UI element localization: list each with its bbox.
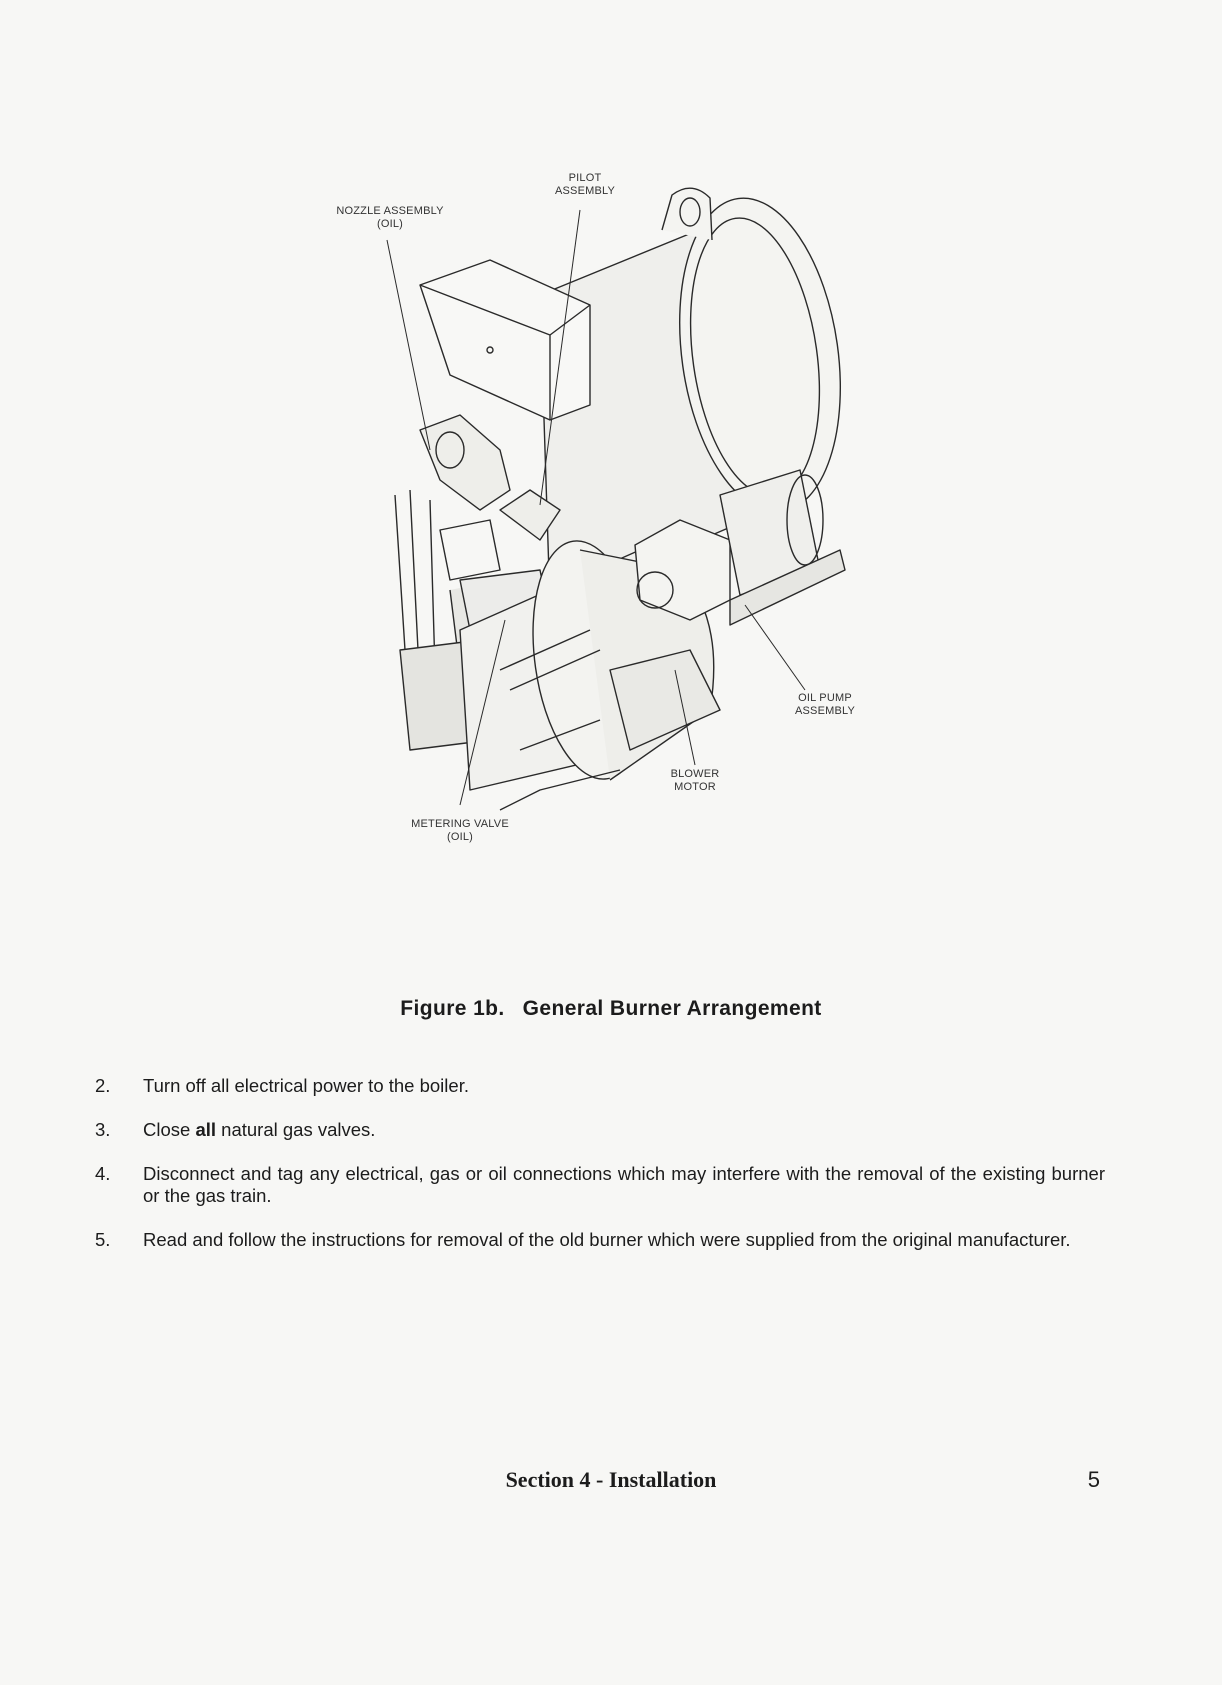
step-text: Disconnect and tag any electrical, gas o… [143,1163,1105,1207]
control-box [419,259,591,421]
step-text: Turn off all electrical power to the boi… [143,1075,1105,1097]
callout-metering-valve: METERING VALVE (OIL) [390,818,530,844]
nozzle-assembly [419,414,511,511]
list-item: 5. Read and follow the instructions for … [95,1229,1105,1251]
step-number: 2. [95,1075,111,1096]
oil-pump-leader [744,604,806,691]
list-item: 4. Disconnect and tag any electrical, ga… [95,1163,1105,1207]
callout-oil-pump-line2: ASSEMBLY [794,705,856,717]
callout-nozzle-assembly: NOZZLE ASSEMBLY (OIL) [315,205,465,231]
callout-nozzle-line2: (OIL) [376,218,404,230]
figure-title: General Burner Arrangement [522,997,822,1020]
blower-motor [609,649,721,751]
metering-leader [459,619,506,806]
step-text: Read and follow the instructions for rem… [143,1229,1105,1251]
piping-lines [394,489,501,671]
list-item: 2. Turn off all electrical power to the … [95,1075,1105,1097]
step-number: 3. [95,1119,111,1140]
callout-metering-line1: METERING VALVE [411,818,509,830]
callout-oil-pump-line1: OIL PUMP [798,692,852,704]
callout-metering-line2: (OIL) [446,831,474,843]
step-text-part: Turn off all electrical power to the boi… [143,1075,469,1096]
callout-blower-line2: MOTOR [674,781,716,793]
lifting-eye [661,187,713,241]
callout-nozzle-line1: NOZZLE ASSEMBLY [336,205,444,217]
blower-leader [674,669,696,766]
footer-section-title: Section 4 - Installation [505,1467,717,1492]
step-text-part: Disconnect and tag any electrical, gas o… [143,1163,1105,1206]
step-text-part: Close [143,1119,196,1140]
callout-blower-line1: BLOWER [670,768,720,780]
burner-diagram: NOZZLE ASSEMBLY (OIL) PILOT ASSEMBLY OIL… [300,150,940,920]
figure-caption: Figure 1b. General Burner Arrangement [0,997,1222,1021]
callout-pilot-line2: ASSEMBLY [554,185,616,197]
step-text-emphasis: all [195,1119,217,1140]
step-text-part: natural gas valves. [216,1119,376,1140]
pump-base [729,549,846,626]
figure-number: Figure 1b. [400,997,505,1020]
page-number: 5 [1087,1467,1100,1492]
callout-oil-pump-assembly: OIL PUMP ASSEMBLY [780,692,870,718]
installation-steps: 2. Turn off all electrical power to the … [95,1075,1105,1273]
fuel-lines [499,629,621,811]
burner-illustration [386,187,846,811]
list-item: 3. Close all natural gas valves. [95,1119,1105,1141]
callout-pilot-line1: PILOT [568,172,602,184]
pilot-assembly [499,489,561,541]
callout-pilot-assembly: PILOT ASSEMBLY [540,172,630,198]
nozzle-leader [386,239,431,451]
step-number: 5. [95,1229,111,1250]
step-number: 4. [95,1163,111,1184]
pilot-leader [539,209,581,506]
step-text: Close all natural gas valves. [143,1119,1105,1141]
callout-blower-motor: BLOWER MOTOR [660,768,730,794]
step-text-part: Read and follow the instructions for rem… [143,1229,1071,1250]
